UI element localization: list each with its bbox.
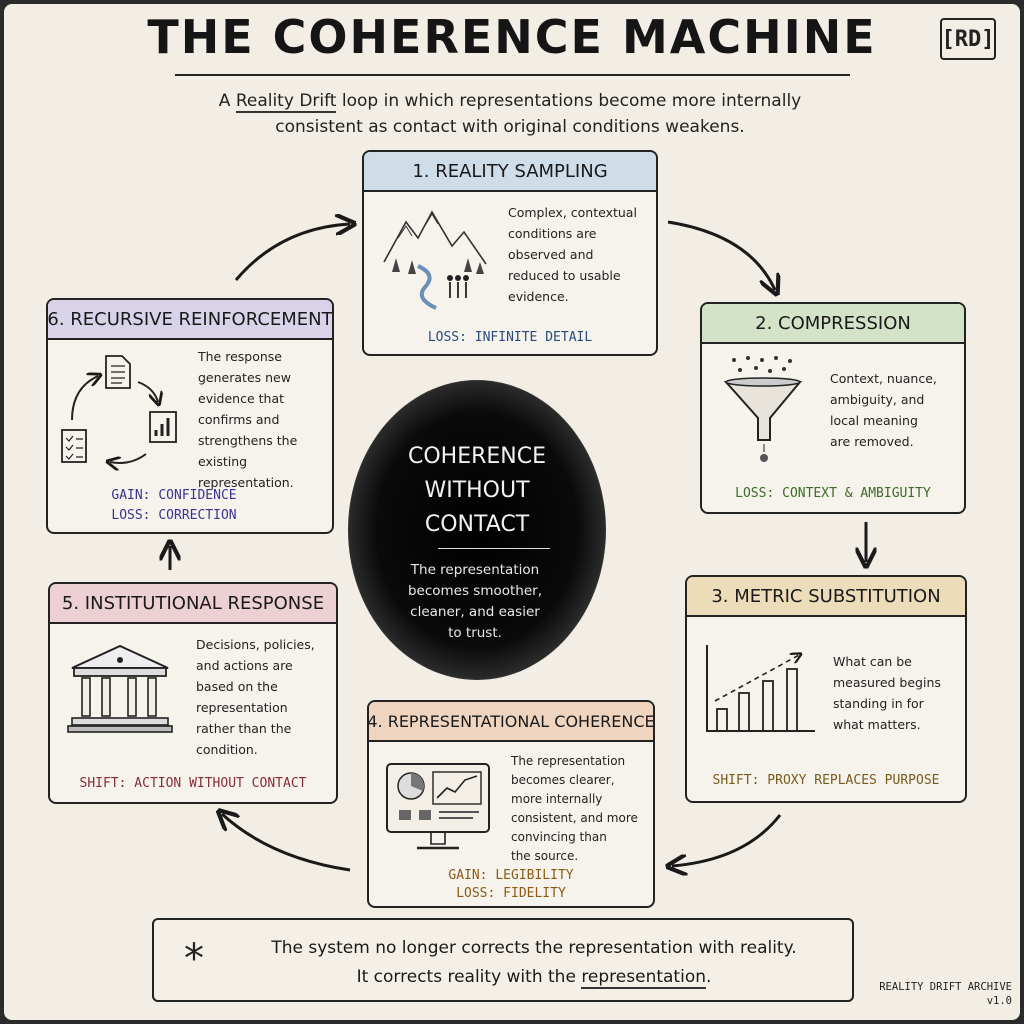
desc-line: Context, nuance, [830, 371, 937, 386]
desc-line: condition. [196, 742, 258, 757]
desc-line: what matters. [833, 717, 921, 732]
archive-credit: REALITY DRIFT ARCHIVE v1.0 [862, 980, 1012, 1008]
dashboard-monitor-icon [386, 763, 490, 850]
center-title: COHERENCE WITHOUT CONTACT [348, 440, 606, 542]
desc-line: ambiguity, and [830, 392, 925, 407]
desc-line: rather than the [196, 721, 292, 736]
footer-line-2-prefix: It corrects reality with the [356, 967, 582, 987]
page-title: THE COHERENCE MACHINE [147, 10, 877, 64]
center-dark-orb [348, 380, 606, 680]
desc-line: What can be [833, 654, 912, 669]
desc-line: becomes clearer, [511, 773, 615, 787]
arrow-1-to-2 [667, 220, 775, 290]
step-4-representational-coherence: 4. REPRESENTATIONAL COHERENCE The repres… [367, 700, 655, 908]
step-2-compression: 2. COMPRESSION Context, nuance, ambiguit… [700, 302, 966, 514]
step-2-tag: LOSS: CONTEXT & AMBIGUITY [735, 486, 931, 501]
desc-line: Decisions, policies, [196, 637, 315, 652]
desc-line: confirms and [198, 412, 280, 427]
step-1-title: 1. REALITY SAMPLING [364, 152, 656, 192]
center-title-line: CONTACT [424, 512, 530, 537]
step-4-tag-loss: LOSS: FIDELITY [456, 886, 566, 901]
step-3-title: 3. METRIC SUBSTITUTION [687, 577, 965, 617]
desc-line: measured begins [833, 675, 941, 690]
center-description: The representation becomes smoother, cle… [380, 560, 570, 644]
desc-line: strengthens the [198, 433, 298, 448]
footer-line-2: It corrects reality with the representat… [254, 963, 814, 992]
desc-line: evidence. [508, 289, 569, 304]
desc-line: and actions are [196, 658, 293, 673]
desc-line: reduced to usable [508, 268, 621, 283]
footer-line-2-period: . [706, 967, 712, 987]
footer-statement: The system no longer corrects the repres… [254, 934, 814, 992]
institution-icon [67, 644, 173, 733]
archive-version: v1.0 [986, 995, 1012, 1007]
desc-line: representation [196, 700, 288, 715]
step-4-tag-gain: GAIN: LEGIBILITY [448, 868, 574, 883]
desc-line: consistent, and more [511, 811, 638, 825]
step-6-title: 6. RECURSIVE REINFORCEMENT [48, 300, 332, 340]
subtitle-reality-drift: Reality Drift [235, 91, 337, 113]
step-3-tag: SHIFT: PROXY REPLACES PURPOSE [712, 773, 940, 788]
arrow-4-to-5 [222, 814, 351, 872]
rd-logo: [RD] [940, 18, 996, 60]
bar-chart-icon [706, 645, 815, 732]
step-3-description: What can be measured begins standing in … [833, 651, 965, 735]
funnel-icon [723, 356, 803, 462]
step-1-description: Complex, contextual conditions are obser… [508, 202, 653, 307]
desc-line: existing [198, 454, 248, 469]
step-2-title: 2. COMPRESSION [702, 304, 964, 344]
subtitle-line1-rest: loop in which representations become mor… [336, 91, 802, 111]
center-text-line: The representation [410, 562, 540, 578]
step-6-description: The response generates new evidence that… [198, 346, 332, 493]
step-5-description: Decisions, policies, and actions are bas… [196, 634, 336, 760]
cycle-documents-icon [61, 355, 177, 472]
step-4-title: 4. REPRESENTATIONAL COHERENCE [369, 702, 653, 742]
desc-line: local meaning [830, 413, 918, 428]
desc-line: the source. [511, 849, 579, 863]
archive-name: REALITY DRIFT ARCHIVE [879, 981, 1012, 993]
subtitle: A Reality Drift loop in which representa… [170, 88, 850, 140]
step-5-title: 5. INSTITUTIONAL RESPONSE [50, 584, 336, 624]
step-6-tag-loss: LOSS: CORRECTION [111, 508, 237, 523]
step-5-tag: SHIFT: ACTION WITHOUT CONTACT [79, 776, 307, 791]
center-title-line: COHERENCE [407, 444, 547, 469]
desc-line: Complex, contextual [508, 205, 637, 220]
desc-line: The representation [511, 754, 626, 768]
center-divider [438, 548, 550, 549]
desc-line: generates new [198, 370, 291, 385]
desc-line: more internally [511, 792, 603, 806]
step-4-description: The representation becomes clearer, more… [511, 752, 653, 866]
step-6-tag-gain: GAIN: CONFIDENCE [111, 488, 237, 503]
desc-line: based on the [196, 679, 278, 694]
footer-representation-word: representation [581, 967, 706, 989]
center-text-line: cleaner, and easier [410, 604, 540, 620]
subtitle-line2: consistent as contact with original cond… [275, 117, 745, 137]
footer-callout: * The system no longer corrects the repr… [152, 918, 854, 1002]
desc-line: conditions are [508, 226, 597, 241]
desc-line: observed and [508, 247, 594, 262]
desc-line: standing in for [833, 696, 924, 711]
footer-line-1: The system no longer corrects the repres… [271, 938, 797, 958]
step-1-reality-sampling: 1. REALITY SAMPLING Complex, contextual … [362, 150, 658, 356]
title-underline [175, 74, 850, 76]
arrow-3-to-4 [672, 814, 782, 866]
step-3-metric-substitution: 3. METRIC SUBSTITUTION What can be measu… [685, 575, 967, 803]
step-2-description: Context, nuance, ambiguity, and local me… [830, 368, 964, 452]
desc-line: representation. [198, 475, 294, 490]
desc-line: are removed. [830, 434, 914, 449]
step-6-recursive-reinforcement: 6. RECURSIVE REINFORCEMENT The response … [46, 298, 334, 534]
arrow-6-to-1 [234, 224, 350, 281]
step-5-institutional-response: 5. INSTITUTIONAL RESPONSE Decisions, pol… [48, 582, 338, 804]
desc-line: convincing than [511, 830, 607, 844]
center-text-line: becomes smoother, [407, 583, 543, 599]
landscape-icon [383, 210, 487, 310]
center-text-line: to trust. [448, 625, 502, 641]
desc-line: evidence that [198, 391, 285, 406]
center-title-line: WITHOUT [424, 478, 530, 503]
subtitle-prefix: A [218, 91, 236, 111]
asterisk-icon: * [184, 936, 204, 982]
desc-line: The response [198, 349, 282, 364]
step-1-tag: LOSS: INFINITE DETAIL [427, 330, 593, 345]
